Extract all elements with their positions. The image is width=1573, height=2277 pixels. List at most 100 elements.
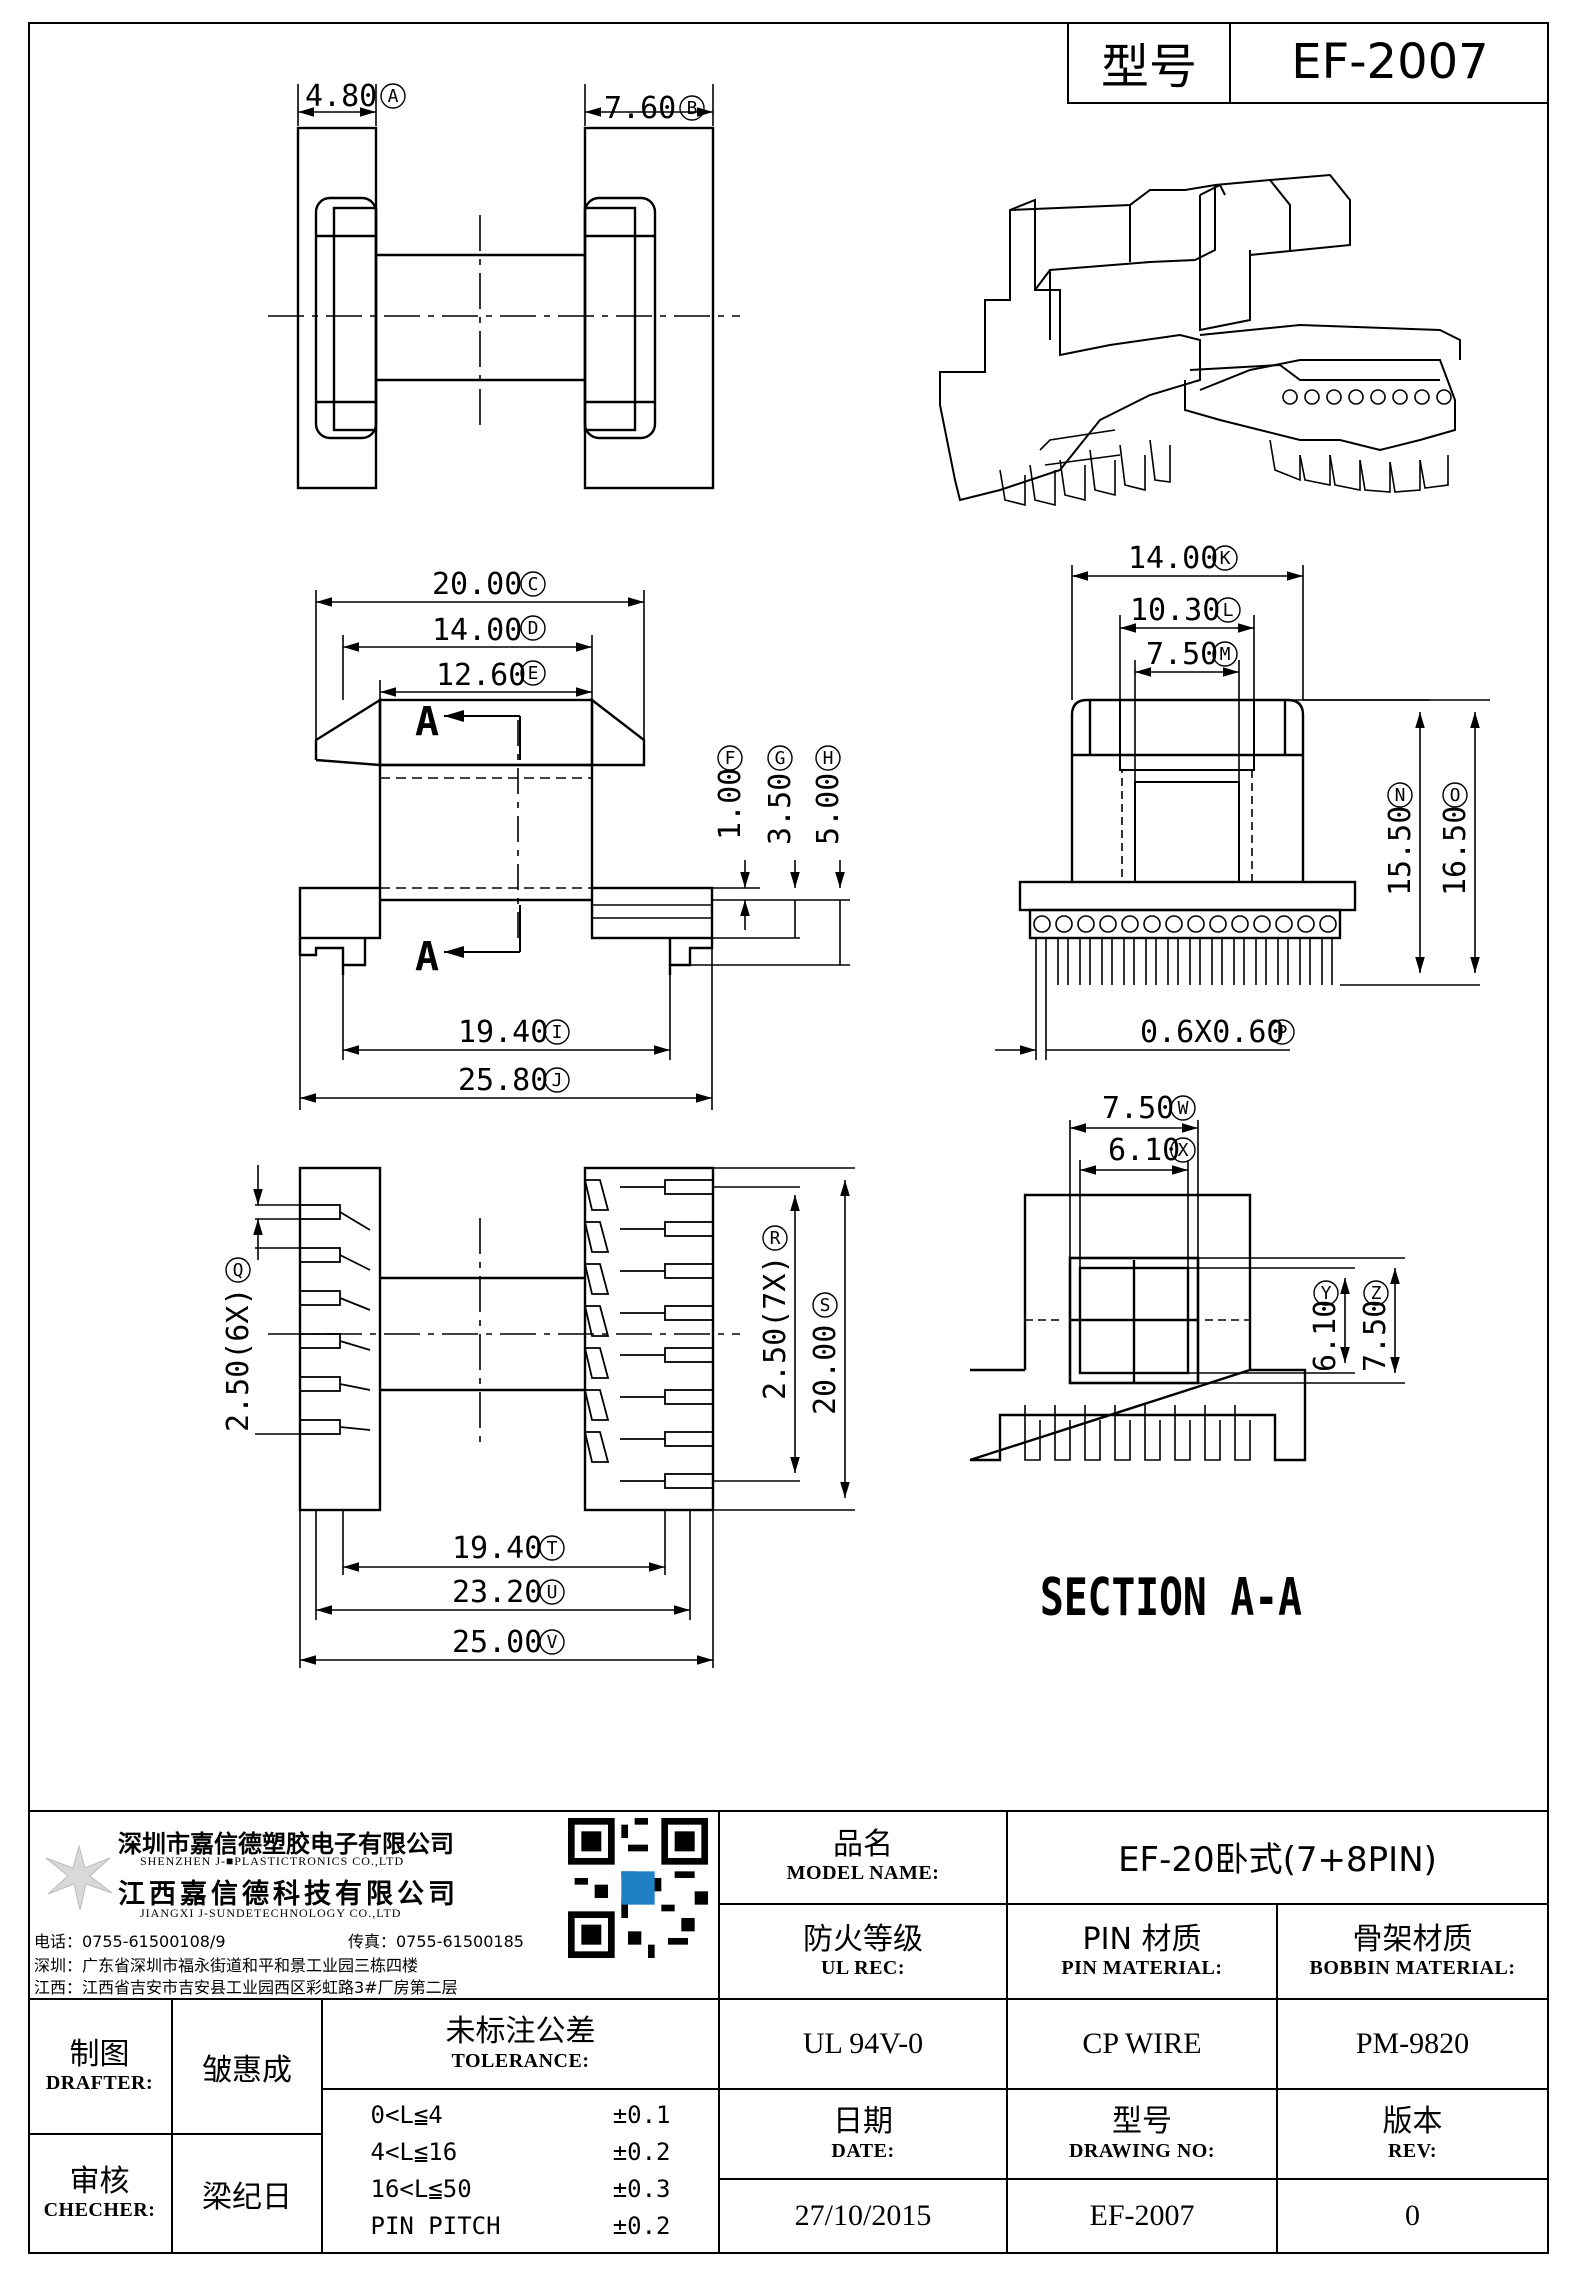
qr-code-icon	[568, 1818, 708, 1958]
checker-label: 审核 CHECHER:	[28, 2135, 173, 2254]
dim-y-value: 6.10	[1308, 1300, 1343, 1372]
ref-l-circle: L	[1215, 597, 1241, 623]
company-name-cn-1: 深圳市嘉信德塑胶电子有限公司	[118, 1830, 454, 1858]
tolerance-label: 未标注公差 TOLERANCE:	[323, 2000, 720, 2090]
ref-p-circle: P	[1269, 1019, 1295, 1045]
company-address-jx: 江西：江西省吉安市吉安县工业园西区彩虹路3#厂房第二层	[34, 1978, 458, 1997]
bottom-view	[253, 1165, 855, 1668]
ref-w-circle: W	[1170, 1095, 1196, 1121]
dim-p-value: 0.6X0.60	[1140, 1015, 1285, 1050]
ref-r-circle: R	[762, 1225, 788, 1251]
svg-text:L: L	[1223, 600, 1234, 621]
ref-y-circle: Y	[1313, 1280, 1339, 1306]
svg-text:Q: Q	[233, 1260, 244, 1281]
pin-material-label: PIN 材质 PIN MATERIAL:	[1008, 1905, 1278, 2000]
ref-d-circle: D	[520, 615, 546, 641]
drawing-no-value: EF-2007	[1008, 2180, 1278, 2254]
company-name-en-2: JIANGXI J-SUNDETECHNOLOGY CO.,LTD	[140, 1906, 402, 1920]
svg-text:U: U	[547, 1582, 558, 1603]
svg-text:G: G	[775, 748, 786, 769]
ref-x-circle: X	[1170, 1137, 1196, 1163]
svg-text:H: H	[823, 748, 834, 769]
ref-t-circle: T	[539, 1535, 565, 1561]
date-label: 日期 DATE:	[720, 2090, 1008, 2180]
dim-w-value: 7.50	[1102, 1091, 1174, 1126]
ref-f-circle: F	[717, 745, 743, 771]
ref-n-circle: N	[1387, 782, 1413, 808]
svg-text:A: A	[388, 86, 399, 107]
company-logo	[40, 1838, 118, 1916]
svg-text:B: B	[687, 98, 698, 119]
dim-f-value: 1.00	[713, 768, 748, 840]
ref-k-circle: K	[1212, 545, 1238, 571]
dim-t-value: 19.40	[452, 1531, 542, 1566]
tolerance-table: 0<L≦4±0.1 4<L≦16±0.2 16<L≦50±0.3 PIN PIT…	[323, 2090, 720, 2254]
company-name-en-1: SHENZHEN J-■PLASTICTRONICS CO.,LTD	[140, 1854, 405, 1868]
svg-text:J: J	[552, 1070, 563, 1091]
technical-drawing: 4.80 7.60 20.00 14.00 12.60 1.00 3.50 5.…	[221, 79, 1490, 1668]
company-fax: 传真：0755-61500185	[348, 1932, 524, 1951]
isometric-view	[939, 173, 1461, 507]
ref-b-circle: B	[679, 95, 705, 121]
header-model: EF-2007	[1291, 34, 1489, 90]
tolerance-row: PIN PITCH±0.2	[370, 2212, 671, 2241]
ref-m-circle: M	[1212, 641, 1238, 667]
ref-e-circle: E	[520, 660, 546, 686]
svg-text:T: T	[547, 1538, 558, 1559]
dim-c-value: 20.00	[432, 567, 522, 602]
drawing-no-label: 型号 DRAWING NO:	[1008, 2090, 1278, 2180]
company-name-cn-2: 江西嘉信德科技有限公司	[118, 1879, 459, 1910]
model-name-value: EF-20卧式(7+8PIN)	[1008, 1810, 1549, 1905]
ref-q-circle: Q	[225, 1257, 251, 1283]
svg-text:Y: Y	[1321, 1283, 1332, 1304]
svg-text:S: S	[820, 1295, 831, 1316]
ref-u-circle: U	[539, 1579, 565, 1605]
dim-x-value: 6.10	[1108, 1133, 1180, 1168]
side-view	[995, 565, 1490, 1060]
section-view	[969, 1120, 1405, 1462]
drafter-label: 制图 DRAFTER:	[28, 2000, 173, 2135]
svg-text:V: V	[547, 1632, 558, 1653]
title-block: 深圳市嘉信德塑胶电子有限公司 SHENZHEN J-■PLASTICTRONIC…	[28, 1810, 1549, 2254]
company-address-sz: 深圳：广东省深圳市福永街道和平和景工业园三栋四楼	[34, 1956, 419, 1975]
dim-g-value: 3.50	[763, 773, 798, 845]
ref-c-circle: C	[520, 571, 546, 597]
rev-label: 版本 REV:	[1278, 2090, 1549, 2180]
svg-text:P: P	[1277, 1022, 1288, 1043]
svg-text:C: C	[528, 574, 539, 595]
svg-text:X: X	[1178, 1140, 1189, 1161]
svg-text:R: R	[770, 1228, 781, 1249]
dim-u-value: 23.20	[452, 1575, 542, 1610]
dim-o-value: 16.50	[1438, 806, 1473, 896]
dim-z-value: 7.50	[1358, 1300, 1393, 1372]
dim-l-value: 10.30	[1130, 593, 1220, 628]
dim-i-value: 19.40	[458, 1015, 548, 1050]
svg-text:O: O	[1450, 785, 1461, 806]
dim-j-value: 25.80	[458, 1063, 548, 1098]
ref-z-circle: Z	[1363, 1280, 1389, 1306]
front-view	[298, 590, 850, 1110]
svg-text:K: K	[1220, 548, 1231, 569]
dim-d-value: 14.00	[432, 613, 522, 648]
svg-text:M: M	[1220, 644, 1231, 665]
ref-j-circle: J	[544, 1067, 570, 1093]
ref-a-circle: A	[380, 83, 406, 109]
svg-text:D: D	[528, 618, 539, 639]
header-box: 型号 EF-2007	[1067, 22, 1549, 104]
svg-text:N: N	[1395, 785, 1406, 806]
rev-value: 0	[1278, 2180, 1549, 2254]
dim-n-value: 15.50	[1383, 806, 1418, 896]
tolerance-row: 0<L≦4±0.1	[370, 2100, 671, 2129]
dim-v-value: 25.00	[452, 1625, 542, 1660]
dim-m-value: 7.50	[1146, 637, 1218, 672]
ul-value: UL 94V-0	[720, 2000, 1008, 2090]
section-mark-bottom: A	[415, 934, 439, 980]
bobbin-material-value: PM-9820	[1278, 2000, 1549, 2090]
model-name-label: 品名 MODEL NAME:	[720, 1810, 1008, 1905]
section-mark-top: A	[415, 699, 439, 745]
dim-k-value: 14.00	[1128, 541, 1218, 576]
company-info: 深圳市嘉信德塑胶电子有限公司 SHENZHEN J-■PLASTICTRONIC…	[28, 1810, 720, 2000]
tolerance-row: 16<L≦50±0.3	[370, 2175, 671, 2203]
ref-o-circle: O	[1442, 782, 1468, 808]
pin-material-value: CP WIRE	[1008, 2000, 1278, 2090]
